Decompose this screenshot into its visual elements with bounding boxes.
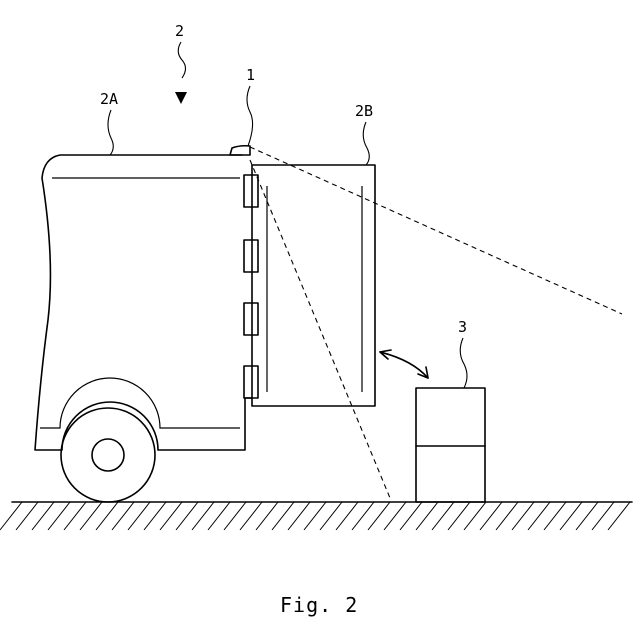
detection-line-upper: [250, 147, 622, 314]
label-object: 3: [458, 318, 467, 336]
rear-door: [252, 165, 375, 406]
reference-cab: 2A: [100, 90, 118, 155]
reference-door: 2B: [355, 102, 373, 165]
vehicle-outline: [35, 155, 252, 450]
down-arrow-icon: [175, 92, 187, 104]
lead-door: [363, 122, 369, 165]
reference-vehicle: 2: [175, 22, 187, 104]
lead-object: [460, 338, 467, 388]
reference-object: 3: [458, 318, 467, 388]
label-cab: 2A: [100, 90, 118, 108]
ground-hatching: [0, 502, 630, 530]
ground: [0, 502, 632, 530]
label-vehicle: 2: [175, 22, 184, 40]
obstacle-object: [416, 388, 485, 502]
hinge-2: [244, 240, 258, 272]
sensor: [230, 146, 250, 155]
reference-sensor: 1: [246, 66, 255, 146]
door-panel: [252, 165, 375, 406]
hinges: [244, 175, 258, 398]
wheel-hub: [92, 439, 124, 471]
lead-cab: [108, 110, 113, 155]
lead-sensor: [247, 86, 253, 146]
detection-line-lower: [250, 160, 390, 498]
hinge-3: [244, 303, 258, 335]
label-door: 2B: [355, 102, 373, 120]
lead-vehicle: [178, 42, 185, 78]
door-swing-arrow: [380, 350, 428, 378]
swing-arc: [380, 352, 428, 378]
hinge-4: [244, 366, 258, 398]
object-box: [416, 388, 485, 502]
vehicle-body: [35, 146, 252, 502]
wheel: [61, 408, 155, 502]
hinge-1: [244, 175, 258, 207]
label-sensor: 1: [246, 66, 255, 84]
figure-caption: Fig. 2: [280, 593, 358, 617]
